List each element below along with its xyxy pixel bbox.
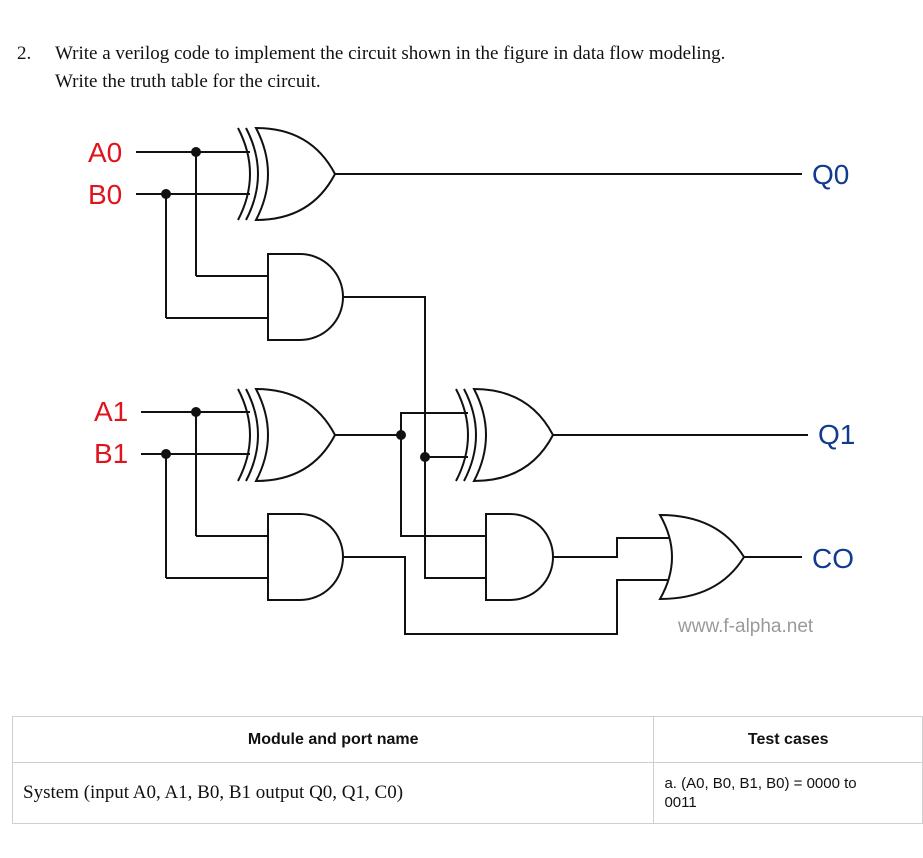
label-a1: A1 — [94, 396, 128, 427]
watermark: www.f-alpha.net — [677, 616, 814, 637]
junction-nodes — [161, 147, 430, 462]
test-case-line-1: a. (A0, B0, B1, B0) = 0000 to — [664, 775, 857, 792]
question-line-1: Write a verilog code to implement the ci… — [55, 43, 726, 64]
label-b0: B0 — [88, 179, 122, 210]
and-gate-2 — [267, 513, 344, 601]
header-test-cases: Test cases — [653, 716, 923, 763]
label-a0: A0 — [88, 137, 122, 168]
and-gate-1 — [267, 253, 344, 341]
label-q1: Q1 — [818, 419, 855, 450]
table-row: System (input A0, A1, B0, B1 output Q0, … — [11, 762, 923, 824]
label-co: CO — [812, 543, 854, 574]
wires-stage-0 — [136, 151, 802, 579]
label-b1: B1 — [94, 438, 128, 469]
spec-table: Module and port name Test cases System (… — [11, 716, 923, 824]
cell-module-ports: System (input A0, A1, B0, B1 output Q0, … — [11, 762, 655, 824]
or-gate — [658, 513, 746, 601]
test-case-line-2: 0011 — [664, 794, 697, 811]
and-gate-3 — [485, 513, 554, 601]
table-header-row: Module and port name Test cases — [11, 716, 923, 763]
question-number: 2. — [17, 43, 32, 64]
xor-gate-1 — [237, 126, 337, 222]
xor-gate-3 — [455, 387, 555, 483]
cell-test-cases: a. (A0, B0, B1, B0) = 0000 to 0011 — [653, 762, 923, 824]
label-q0: Q0 — [812, 159, 849, 190]
header-module: Module and port name — [11, 716, 655, 763]
question-line-2: Write the truth table for the circuit. — [55, 71, 321, 92]
xor-gate-2 — [237, 387, 337, 483]
circuit-diagram: A0 B0 A1 B1 Q0 Q1 CO www.f-alpha.net — [88, 126, 855, 637]
